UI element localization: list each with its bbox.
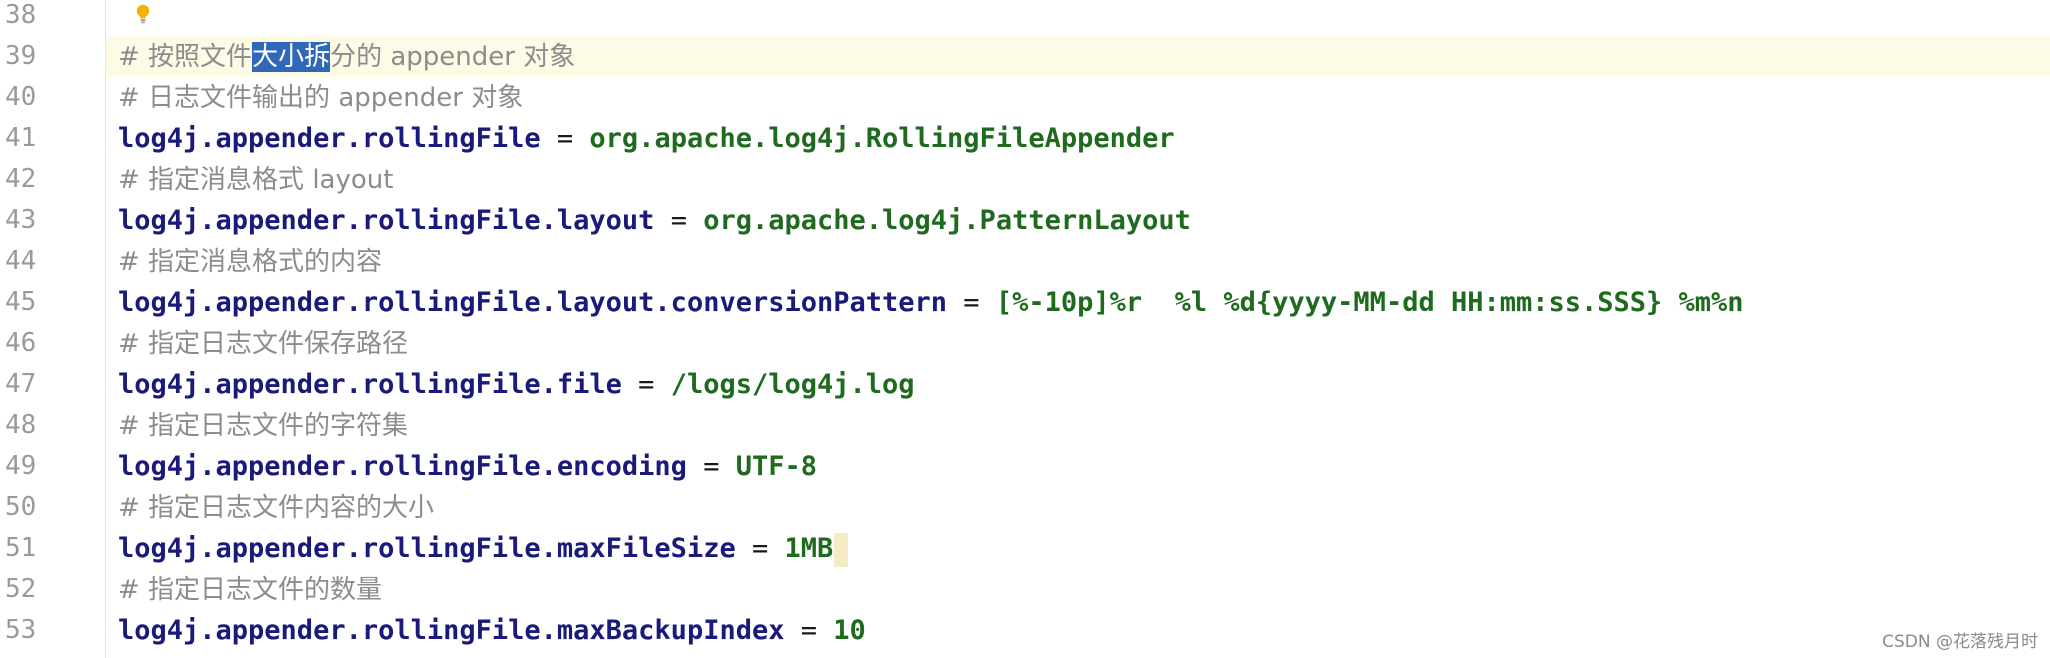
- comment-token: appender: [390, 42, 515, 72]
- property-key: log4j.appender.rollingFile: [118, 123, 541, 154]
- line-number: 40: [5, 82, 37, 112]
- code-line[interactable]: # 指定日志文件保存路径: [106, 323, 2050, 364]
- code-line[interactable]: # 指定消息格式的内容: [106, 241, 2050, 282]
- comment-token: 对象: [462, 83, 524, 113]
- property-value: org.apache.log4j.RollingFileAppender: [589, 123, 1175, 154]
- property-key: log4j.appender.rollingFile.file: [118, 369, 622, 400]
- property-value: [%-10p]%r %l %d{yyyy-MM-dd HH:mm:ss.SSS}…: [995, 287, 1744, 318]
- comment-token: 分的: [330, 42, 391, 72]
- code-line[interactable]: # 指定消息格式 layout: [106, 159, 2050, 200]
- comment-token: appender: [338, 83, 463, 113]
- equals-operator: =: [621, 369, 671, 400]
- property-value: 10: [833, 615, 866, 646]
- property-value: /logs/log4j.log: [670, 369, 915, 400]
- line-number: 51: [5, 533, 37, 563]
- text-caret: [834, 532, 849, 567]
- comment-token: # 指定日志文件的字符集: [118, 411, 409, 441]
- comment-token: # 按照文件: [118, 42, 253, 72]
- code-line[interactable]: # 指定日志文件内容的大小: [106, 487, 2050, 528]
- line-number: 39: [5, 41, 37, 71]
- code-line[interactable]: # 指定日志文件的字符集: [106, 405, 2050, 446]
- line-number: 44: [5, 246, 37, 276]
- selected-text: 大小拆: [252, 42, 331, 72]
- line-number: 47: [5, 369, 37, 399]
- equals-operator: =: [540, 123, 590, 154]
- comment-token: # 指定消息格式: [118, 165, 313, 195]
- code-line[interactable]: log4j.appender.rollingFile.maxFileSize =…: [106, 528, 2050, 569]
- equals-operator: =: [654, 205, 704, 236]
- equals-operator: =: [735, 533, 785, 564]
- line-number: 50: [5, 492, 37, 522]
- code-line[interactable]: # 指定日志文件的数量: [106, 569, 2050, 610]
- watermark-text: CSDN @花落残月时: [1882, 632, 2038, 652]
- comment-token: # 指定日志文件的数量: [118, 575, 383, 605]
- line-number: 49: [5, 451, 37, 481]
- property-key: log4j.appender.rollingFile.layout.conver…: [118, 287, 948, 318]
- line-numbers: 38 39 40 41 42 43 44 45 46 47 48 49 50 51 52 53: [0, 0, 105, 651]
- line-number-gutter: 38 39 40 41 42 43 44 45 46 47 48 49 50 51 52 53: [0, 0, 106, 658]
- equals-operator: =: [947, 287, 996, 318]
- line-number: 43: [5, 205, 37, 235]
- code-line[interactable]: log4j.appender.rollingFile.file = /logs/…: [106, 364, 2050, 405]
- comment-token: # 指定日志文件保存路径: [118, 329, 409, 359]
- code-line[interactable]: log4j.appender.rollingFile.layout.conver…: [106, 282, 2050, 323]
- line-number: 42: [5, 164, 37, 194]
- comment-token: layout: [312, 165, 394, 195]
- code-line[interactable]: [106, 0, 2050, 36]
- property-value: UTF-8: [735, 451, 818, 482]
- comment-token: # 指定消息格式的内容: [118, 247, 383, 277]
- comment-token: # 日志文件输出的: [118, 83, 339, 113]
- code-line[interactable]: log4j.appender.rollingFile = org.apache.…: [106, 118, 2050, 159]
- property-key: log4j.appender.rollingFile.maxBackupInde…: [118, 615, 785, 646]
- comment-token: # 指定日志文件内容的大小: [118, 493, 435, 523]
- property-key: log4j.appender.rollingFile.encoding: [118, 451, 687, 482]
- property-key: log4j.appender.rollingFile.layout: [118, 205, 655, 236]
- comment-token: 对象: [514, 42, 576, 72]
- property-key: log4j.appender.rollingFile.maxFileSize: [118, 533, 736, 564]
- property-value: 1MB: [784, 533, 834, 564]
- property-value: org.apache.log4j.PatternLayout: [703, 205, 1191, 236]
- code-line[interactable]: # 按照文件大小拆分的 appender 对象: [106, 36, 2050, 77]
- code-line[interactable]: log4j.appender.rollingFile.encoding = UT…: [106, 446, 2050, 487]
- line-number: 48: [5, 410, 37, 440]
- code-line[interactable]: log4j.appender.rollingFile.maxBackupInde…: [106, 610, 2050, 651]
- code-line[interactable]: log4j.appender.rollingFile.layout = org.…: [106, 200, 2050, 241]
- code-line[interactable]: # 日志文件输出的 appender 对象: [106, 77, 2050, 118]
- line-number: 38: [5, 0, 37, 30]
- line-number: 46: [5, 328, 37, 358]
- equals-operator: =: [686, 451, 736, 482]
- line-number: 45: [5, 287, 37, 317]
- line-number: 41: [5, 123, 37, 153]
- equals-operator: =: [784, 615, 834, 646]
- line-number: 52: [5, 574, 37, 604]
- code-area[interactable]: # 按照文件大小拆分的 appender 对象# 日志文件输出的 appende…: [106, 0, 2050, 651]
- line-number: 53: [5, 615, 37, 645]
- lightbulb-icon[interactable]: [136, 4, 150, 24]
